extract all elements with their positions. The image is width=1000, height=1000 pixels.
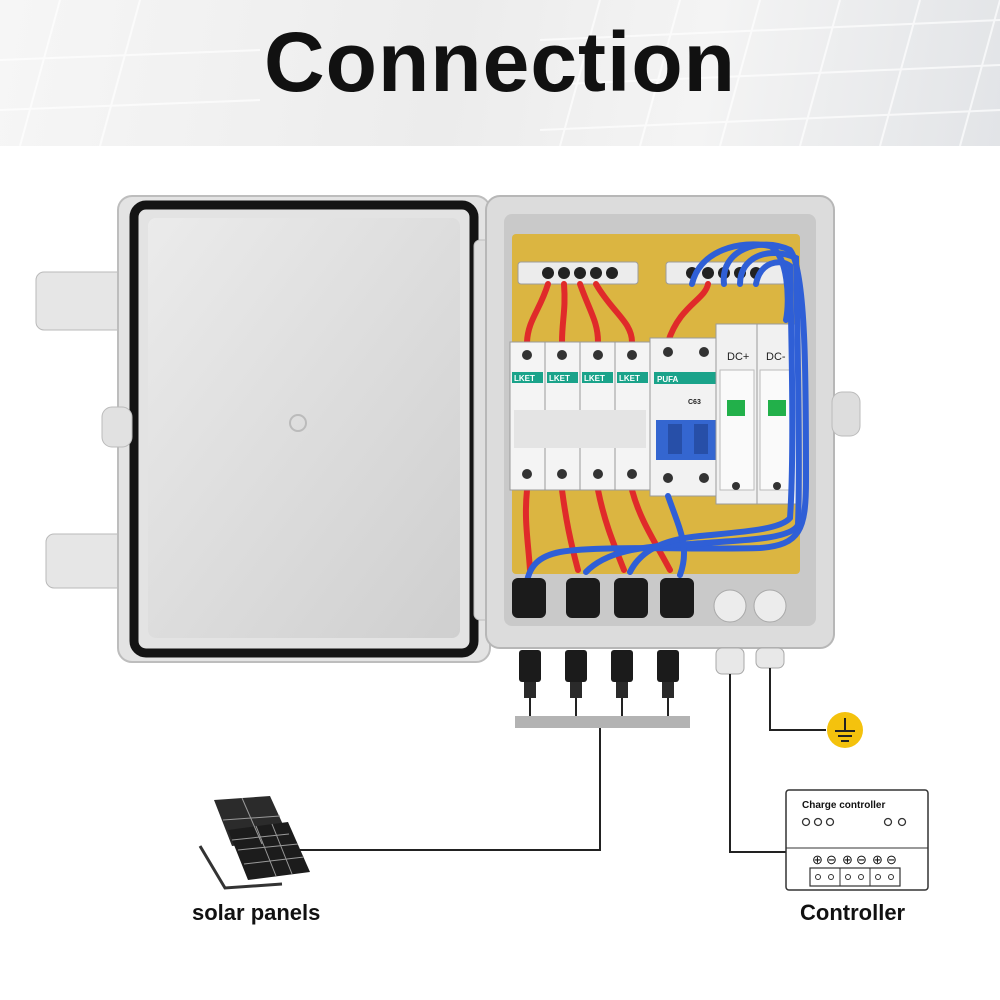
spd-indicator-2	[768, 400, 786, 416]
page-title: Connection	[264, 15, 736, 109]
spd-label-dc-plus: DC+	[727, 351, 749, 363]
terminal-symbol-2: ⊖	[826, 852, 837, 867]
fuse-label-3: LKET	[584, 374, 605, 383]
combiner-bar	[515, 716, 690, 728]
lid-screw-mark	[289, 414, 307, 432]
blue-wires	[523, 241, 810, 591]
solar-panel-background	[0, 0, 1000, 146]
header-banner: Connection	[0, 0, 1000, 146]
lid-latch-top	[35, 271, 131, 331]
connector-nuts	[512, 578, 694, 618]
connection-diagram: LKET LKET LKET LKET PUFA C63 DC+ DC-	[35, 195, 929, 891]
controller-caption: Controller	[800, 900, 906, 925]
dc-breaker-brand: PUFA	[657, 375, 679, 384]
terminal-symbol-5: ⊕	[872, 852, 883, 867]
wiring-lines	[300, 668, 826, 853]
surge-protectors: DC+ DC-	[715, 323, 799, 505]
fuse-label-1: LKET	[514, 374, 535, 383]
dc-circuit-breaker: PUFA C63	[649, 337, 723, 497]
terminal-symbol-6: ⊖	[886, 852, 897, 867]
cable-gland-nuts	[713, 589, 787, 623]
fuse-label-2: LKET	[549, 374, 570, 383]
terminal-symbol-1: ⊕	[812, 852, 823, 867]
controller-leds	[801, 817, 907, 827]
fuse-holders: LKET LKET LKET LKET	[509, 341, 651, 491]
terminal-symbol-4: ⊖	[856, 852, 867, 867]
charge-controller-icon: Charge controller ⊕ ⊖ ⊕ ⊖ ⊕ ⊖	[785, 789, 929, 891]
external-cable-glands	[715, 647, 785, 675]
dc-breaker-rating: C63	[688, 399, 701, 406]
controller-terminal-block	[809, 867, 901, 887]
dc-breaker-handle	[656, 420, 720, 460]
solar-panel-icon	[198, 796, 310, 890]
spd-indicator-1	[727, 400, 745, 416]
ground-icon	[827, 712, 863, 748]
terminal-symbol-3: ⊕	[842, 852, 853, 867]
terminal-busbar-left	[517, 261, 639, 285]
charge-controller-label: Charge controller	[802, 800, 885, 811]
red-wires	[522, 281, 711, 573]
solar-panels-caption: solar panels	[192, 900, 321, 925]
mc4-connectors	[519, 650, 679, 698]
enclosure-lid	[35, 195, 491, 663]
fuse-label-4: LKET	[619, 374, 640, 383]
spd-label-dc-minus: DC-	[766, 351, 786, 363]
